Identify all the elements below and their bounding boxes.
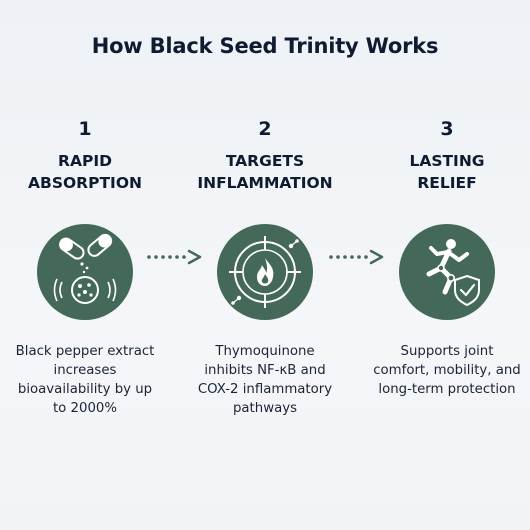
step-lasting-relief: 3 LASTING RELIEF Supports joint comfort,… <box>362 118 530 399</box>
step-description: Thymoquinone inhibits NF-κB and COX-2 in… <box>197 344 333 416</box>
step-heading: TARGETS INFLAMMATION <box>180 150 350 196</box>
step-heading-line1: TARGETS <box>225 152 305 170</box>
step-number: 3 <box>440 118 454 140</box>
flame-target-icon <box>217 224 313 320</box>
step-heading: LASTING RELIEF <box>362 150 530 196</box>
step-number: 2 <box>258 118 272 140</box>
step-heading-line1: LASTING <box>409 152 485 170</box>
step-description: Black pepper extract increases bioavaila… <box>15 344 155 416</box>
step-heading-line2: ABSORPTION <box>28 174 142 192</box>
step-description: Supports joint comfort, mobility, and lo… <box>373 344 521 397</box>
step-heading: RAPID ABSORPTION <box>0 150 170 196</box>
running-shield-icon <box>399 224 495 320</box>
step-number: 1 <box>78 118 92 140</box>
step-heading-line1: RAPID <box>58 152 112 170</box>
step-targets-inflammation: 2 TARGETS INFLAMMATION Thymoquinone inhi… <box>180 118 350 418</box>
capsule-pepper-icon <box>37 224 133 320</box>
step-heading-line2: RELIEF <box>417 174 477 192</box>
dotted-arrow-icon <box>147 249 202 265</box>
step-rapid-absorption: 1 RAPID ABSORPTION <box>0 118 170 418</box>
step-heading-line2: INFLAMMATION <box>197 174 333 192</box>
page-title: How Black Seed Trinity Works <box>91 34 439 58</box>
dotted-arrow-icon <box>329 249 384 265</box>
